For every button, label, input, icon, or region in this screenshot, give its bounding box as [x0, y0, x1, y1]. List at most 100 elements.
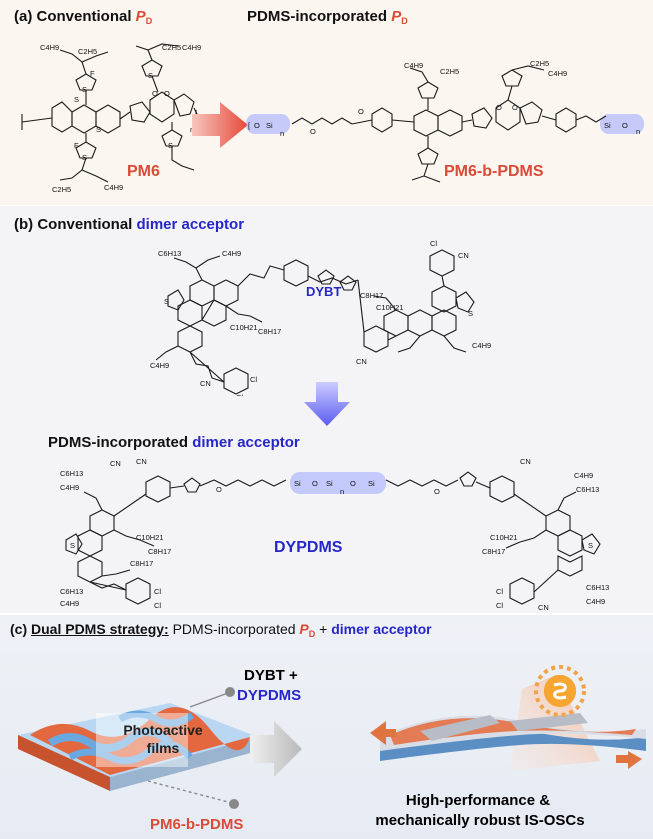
structure-shape: [557, 491, 577, 511]
pm6-structure: O O S S S S S S F F C4H9 C2H5 C2H5 C4H9 …: [21, 43, 201, 194]
structure-shape: [370, 721, 396, 745]
down-arrow-icon: [304, 382, 350, 426]
chemical-label: C4H9: [404, 61, 423, 70]
pm6-b-pdms-label: PM6-b-PDMS: [444, 163, 544, 180]
structure-shape: [461, 119, 473, 123]
chemical-label: O: [216, 485, 222, 494]
chemical-label: C4H9: [104, 183, 123, 192]
structure-shape: [110, 737, 258, 791]
structure-shape: [351, 119, 373, 125]
chemical-label: C10H21: [490, 533, 518, 542]
chemical-label: C2H5: [52, 185, 71, 194]
structure-shape: [113, 493, 147, 517]
structure-shape: [600, 114, 644, 134]
chemical-label: O: [310, 127, 316, 136]
chemical-label: C4H9: [60, 599, 79, 608]
structure-shape: [555, 107, 577, 133]
pd-symbol: PD: [136, 8, 153, 26]
chemical-label: Si: [368, 479, 375, 488]
panel-c-mid: PDMS-incorporated: [168, 621, 300, 637]
structure-shape: [161, 129, 183, 147]
chemical-label: Cl: [496, 601, 503, 610]
structure-shape: [75, 73, 97, 91]
chemical-label: C4H9: [472, 341, 491, 350]
panel-c-prefix: (c): [10, 621, 31, 637]
chemical-label: O: [152, 89, 158, 98]
chemical-label: O: [164, 89, 170, 98]
pm6-b-pdms-component-label: PM6-b-PDMS: [150, 816, 244, 833]
chemical-label: [: [248, 121, 251, 130]
structure-shape: [125, 577, 151, 605]
chemical-label: C2H5: [162, 43, 181, 52]
chemical-label: C4H9: [150, 361, 169, 370]
structure-shape: [475, 481, 491, 489]
structure-shape: [30, 707, 250, 775]
chemical-label: Cl: [154, 601, 161, 610]
dypdms-structure: O Si O Si n O Si O C6H13 C4H9 C10H21 C8H…: [60, 457, 609, 612]
structure-shape: [459, 471, 477, 487]
structure-shape: [145, 475, 171, 503]
structure-shape: [513, 493, 547, 517]
structure-shape: [65, 533, 83, 555]
structure-shape: [387, 335, 397, 341]
pd-subscript: D: [145, 16, 153, 26]
structure-shape: [59, 49, 87, 75]
chemical-label: n: [340, 487, 344, 496]
structure-shape: [101, 569, 131, 577]
structure-shape: [192, 102, 248, 148]
structure-shape: [283, 259, 309, 287]
structure-shape: [413, 109, 439, 137]
structure-shape: [441, 275, 445, 287]
photoactive-film-illustration: [18, 687, 302, 809]
structure-shape: [51, 101, 73, 133]
structure-shape: [47, 728, 173, 753]
structure-shape: [177, 325, 203, 353]
structure-shape: [471, 107, 493, 129]
plus-sign: +: [315, 621, 332, 637]
structure-shape: [616, 751, 642, 769]
structure-shape: [357, 279, 365, 333]
structure-shape: [501, 69, 523, 87]
chemical-label: C8H17: [130, 559, 153, 568]
structure-shape: [113, 529, 155, 547]
structure-shape: [511, 65, 545, 71]
chemical-label: CN: [110, 459, 121, 468]
dypdms-label: DYPDMS: [274, 539, 343, 556]
chemical-label: C2H5: [78, 47, 97, 56]
structure-shape: [169, 485, 185, 489]
structure-shape: [223, 367, 249, 395]
chemical-label: Cl: [430, 239, 437, 248]
chemical-label: O: [622, 121, 628, 130]
chemical-label: C4H9: [182, 43, 201, 52]
structure-shape: [437, 109, 463, 137]
structure-shape: [171, 146, 195, 171]
chemical-label: Si: [266, 121, 273, 130]
structure-shape: [195, 255, 221, 269]
chemical-label: S: [588, 541, 593, 550]
structure-shape: [371, 107, 393, 133]
chemical-label: n: [280, 129, 284, 138]
structure-shape: [173, 257, 203, 281]
structure-shape: [509, 577, 535, 605]
chemical-label: Cl: [236, 393, 243, 396]
chemical-label: O: [312, 479, 318, 488]
chemical-label: F: [90, 69, 95, 78]
structure-shape: [363, 325, 389, 353]
structure-shape: [307, 275, 359, 285]
structure-shape: [429, 249, 455, 277]
chemical-label: S: [82, 85, 87, 94]
structure-shape: [229, 799, 239, 809]
structure-shape: [141, 59, 163, 77]
structure-shape: [519, 101, 543, 125]
structure-shape: [225, 305, 263, 323]
structure-shape: [581, 533, 601, 555]
chemical-label: O: [254, 121, 260, 130]
panel-a-title-text: (a) Conventional: [14, 8, 136, 25]
panel-b-title-text: (b) Conventional: [14, 216, 137, 233]
right-arrow-icon: [192, 102, 248, 148]
chemical-label: C6H13: [158, 249, 181, 258]
chemical-label: Cl: [250, 375, 257, 384]
chemical-label: CN: [136, 457, 147, 466]
structure-shape: [443, 335, 467, 353]
chemical-label: C10H21: [376, 303, 404, 312]
